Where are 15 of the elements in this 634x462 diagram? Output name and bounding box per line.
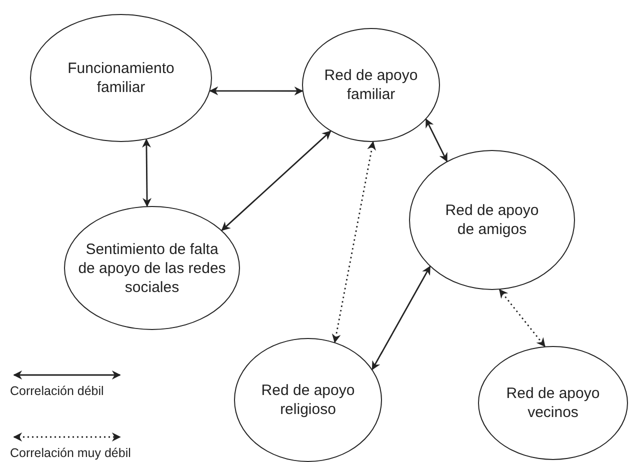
node-label: Red de apoyo vecinos [505,384,601,422]
node-label: Red de apoyo familiar [323,66,419,104]
double-arrow [209,86,304,96]
node-label: Sentimiento de falta de apoyo de las redes sociales [77,240,227,296]
double-arrow [372,266,431,370]
double-arrow [332,141,376,344]
double-arrow [499,289,546,347]
legend-label: Correlación débil [10,384,104,398]
node-label: Red de apoyo de amigos [444,201,540,239]
double-arrow [221,130,332,231]
double-arrow [425,118,448,162]
legend-label: Correlación muy débil [10,446,131,460]
node-label: Funcionamiento familiar [66,59,176,97]
double-arrow [142,138,152,207]
node-label: Red de apoyo religioso [260,381,356,419]
